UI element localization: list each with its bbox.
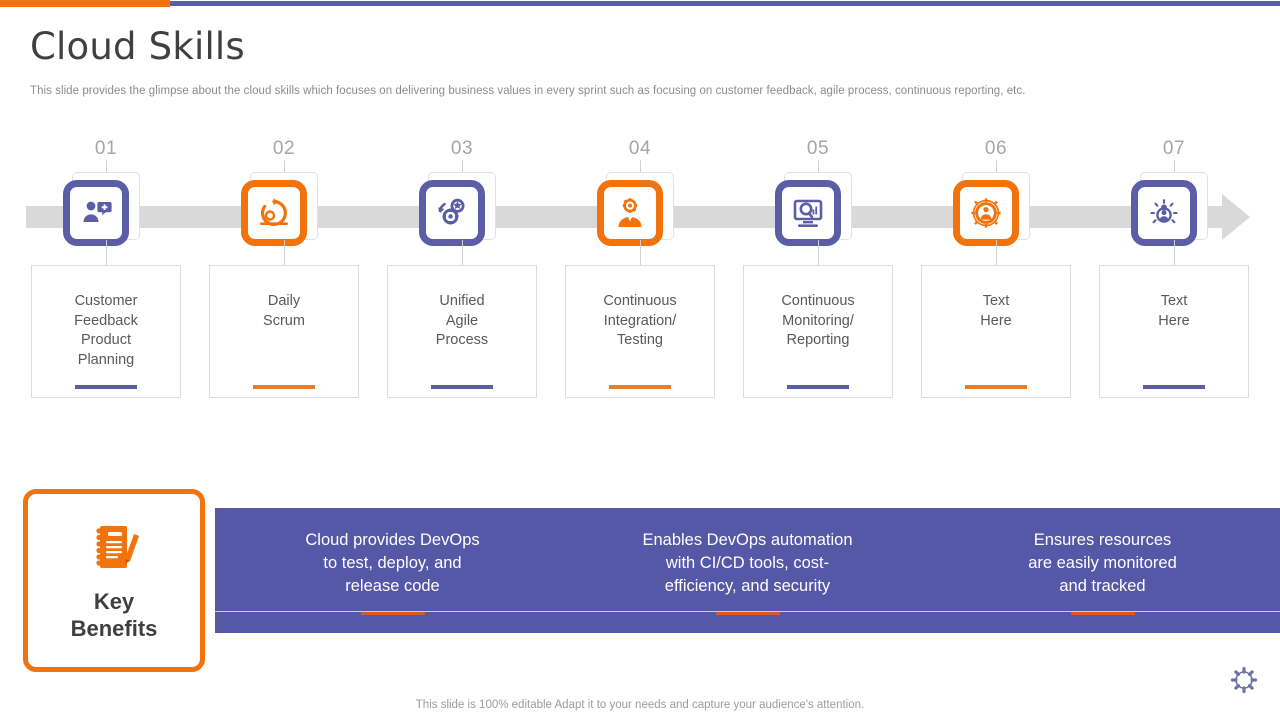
- top-accent-orange: [0, 0, 170, 7]
- benefit-text: Ensures resources are easily monitored a…: [1028, 531, 1177, 595]
- gear-icon: [1226, 662, 1262, 703]
- timeline-arrowhead-icon: [1222, 194, 1250, 240]
- step-card[interactable]: Continuous Integration/ Testing: [565, 265, 715, 398]
- benefit-item-3[interactable]: Ensures resources are easily monitored a…: [925, 508, 1280, 615]
- step-card-label: Continuous Monitoring/ Reporting: [781, 293, 855, 348]
- step-card[interactable]: Text Here: [1099, 265, 1249, 398]
- benefit-item-2[interactable]: Enables DevOps automation with CI/CD too…: [570, 508, 925, 615]
- step-number: 06: [984, 138, 1008, 159]
- page-title: Cloud Skills: [30, 25, 245, 68]
- connector-bottom: [995, 240, 997, 268]
- step-card[interactable]: Continuous Monitoring/ Reporting: [743, 265, 893, 398]
- benefit-text: Enables DevOps automation with CI/CD too…: [642, 531, 853, 595]
- step-number: 01: [94, 138, 118, 159]
- card-accent-rule: [787, 385, 849, 389]
- step-card[interactable]: Text Here: [921, 265, 1071, 398]
- customer-feedback-icon[interactable]: [63, 180, 129, 246]
- step-card[interactable]: Daily Scrum: [209, 265, 359, 398]
- key-benefits-card[interactable]: Key Benefits: [23, 489, 205, 672]
- step-card[interactable]: Customer Feedback Product Planning: [31, 265, 181, 398]
- step-card[interactable]: Unified Agile Process: [387, 265, 537, 398]
- benefit-accent-rule: [360, 612, 425, 615]
- connector-bottom: [639, 240, 641, 268]
- monitor-search-icon[interactable]: [775, 180, 841, 246]
- benefit-accent-rule: [1070, 612, 1135, 615]
- step-card-label: Continuous Integration/ Testing: [603, 293, 677, 348]
- connector-bottom: [105, 240, 107, 268]
- step-number: 07: [1162, 138, 1186, 159]
- person-idea-icon[interactable]: [1131, 180, 1197, 246]
- card-accent-rule: [609, 385, 671, 389]
- key-benefits-band: Cloud provides DevOps to test, deploy, a…: [215, 508, 1280, 633]
- notepad-pencil-icon: [86, 519, 142, 580]
- card-accent-rule: [431, 385, 493, 389]
- step-number: 03: [450, 138, 474, 159]
- benefit-accent-rule: [715, 612, 780, 615]
- step-card-label: Customer Feedback Product Planning: [74, 293, 138, 368]
- top-accent-bar: [0, 0, 1280, 7]
- step-card-label: Daily Scrum: [263, 293, 305, 329]
- card-accent-rule: [965, 385, 1027, 389]
- step-number: 02: [272, 138, 296, 159]
- footer-note: This slide is 100% editable Adapt it to …: [415, 699, 865, 711]
- connector-bottom: [817, 240, 819, 268]
- gears-process-icon[interactable]: [419, 180, 485, 246]
- connector-bottom: [461, 240, 463, 268]
- connector-bottom: [283, 240, 285, 268]
- benefit-text: Cloud provides DevOps to test, deploy, a…: [305, 531, 480, 595]
- step-card-label: Unified Agile Process: [435, 293, 489, 348]
- step-card-label: Text Here: [1158, 293, 1190, 329]
- top-accent-purple: [170, 1, 1280, 6]
- benefit-item-1[interactable]: Cloud provides DevOps to test, deploy, a…: [215, 508, 570, 615]
- gear-emblem-icon[interactable]: [953, 180, 1019, 246]
- person-gear-icon[interactable]: [597, 180, 663, 246]
- scrum-cycle-icon[interactable]: [241, 180, 307, 246]
- page-subtitle: This slide provides the glimpse about th…: [30, 85, 1026, 97]
- card-accent-rule: [253, 385, 315, 389]
- step-card-label: Text Here: [980, 293, 1012, 329]
- card-accent-rule: [1143, 385, 1205, 389]
- step-number: 05: [806, 138, 830, 159]
- connector-bottom: [1173, 240, 1175, 268]
- step-number: 04: [628, 138, 652, 159]
- card-accent-rule: [75, 385, 137, 389]
- key-benefits-title: Key Benefits: [70, 589, 158, 641]
- benefits-divider: [215, 611, 1280, 612]
